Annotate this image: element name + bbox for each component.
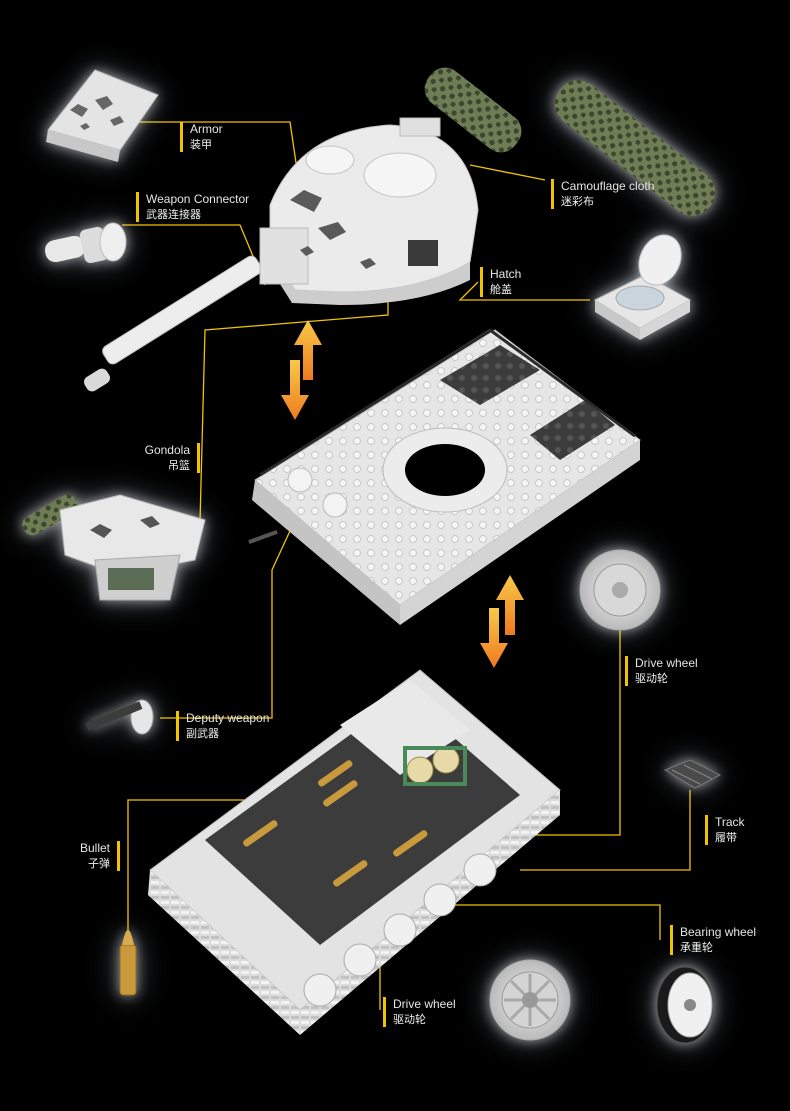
label-bearing-wheel: Bearing wheel 承重轮 [670, 925, 756, 955]
label-armor: Armor 装甲 [180, 122, 223, 152]
label-drive-wheel-bottom: Drive wheel 驱动轮 [383, 997, 456, 1027]
leader-drive-wheel-top [520, 620, 621, 836]
label-track: Track 履带 [705, 815, 745, 845]
label-bullet: Bullet 子弹 [70, 841, 120, 871]
hull-lower [148, 669, 561, 1035]
label-weapon-connector-zh: 武器连接器 [146, 208, 201, 221]
label-hatch: Hatch 舱盖 [480, 267, 521, 297]
leader-hatch [458, 281, 590, 301]
turret [84, 67, 522, 392]
label-bearing-wheel-zh: 承重轮 [680, 941, 713, 954]
label-bullet-en: Bullet [79, 841, 110, 855]
hull-upper [248, 328, 641, 625]
label-camouflage: Camouflage cloth 迷彩布 [551, 179, 654, 209]
leader-camouflage [469, 164, 546, 181]
label-deputy-weapon-en: Deputy weapon [186, 711, 270, 725]
label-drive-wheel-bottom-zh: 驱动轮 [393, 1013, 426, 1026]
label-armor-zh: 装甲 [190, 138, 212, 151]
label-drive-wheel-top-en: Drive wheel [635, 656, 698, 670]
leader-bullet [127, 799, 260, 940]
label-gondola: Gondola 吊篮 [140, 443, 200, 473]
hatch-icon [593, 234, 692, 340]
label-track-zh: 履带 [715, 831, 737, 844]
label-drive-wheel-top: Drive wheel 驱动轮 [625, 656, 698, 686]
weapon-connector-icon [45, 222, 127, 264]
bullet-icon [119, 930, 137, 996]
drive-wheel-icon-bottom [489, 959, 571, 1041]
label-gondola-en: Gondola [144, 443, 190, 457]
leader-deputy-weapon [160, 519, 296, 719]
swap-arrows-icon-lower [480, 575, 524, 668]
label-gondola-zh: 吊篮 [168, 459, 190, 472]
label-hatch-en: Hatch [490, 267, 522, 281]
label-bearing-wheel-en: Bearing wheel [680, 925, 757, 939]
leader-track [520, 790, 691, 871]
label-weapon-connector: Weapon Connector 武器连接器 [136, 192, 249, 222]
leader-lines [122, 121, 691, 1010]
label-hatch-zh: 舱盖 [490, 283, 512, 296]
drive-wheel-icon [579, 549, 661, 631]
track-link-icon [663, 759, 722, 789]
machine-gun-icon [85, 699, 154, 735]
label-camouflage-zh: 迷彩布 [561, 195, 594, 208]
camouflage-cloth-icon [554, 80, 716, 216]
label-deputy-weapon-zh: 副武器 [186, 727, 219, 740]
armor-plate-icon [46, 69, 159, 162]
label-weapon-connector-en: Weapon Connector [146, 192, 250, 206]
label-deputy-weapon: Deputy weapon 副武器 [176, 711, 269, 741]
label-track-en: Track [715, 815, 745, 829]
label-drive-wheel-bottom-en: Drive wheel [393, 997, 456, 1011]
bearing-wheel-icon [656, 966, 714, 1044]
label-bullet-zh: 子弹 [88, 857, 110, 870]
label-armor-en: Armor [190, 122, 223, 136]
label-camouflage-en: Camouflage cloth [561, 179, 655, 193]
label-drive-wheel-top-zh: 驱动轮 [635, 672, 668, 685]
swap-arrows-icon [281, 320, 322, 420]
gondola-icon [22, 494, 206, 601]
leader-bearing-wheel [440, 904, 661, 940]
